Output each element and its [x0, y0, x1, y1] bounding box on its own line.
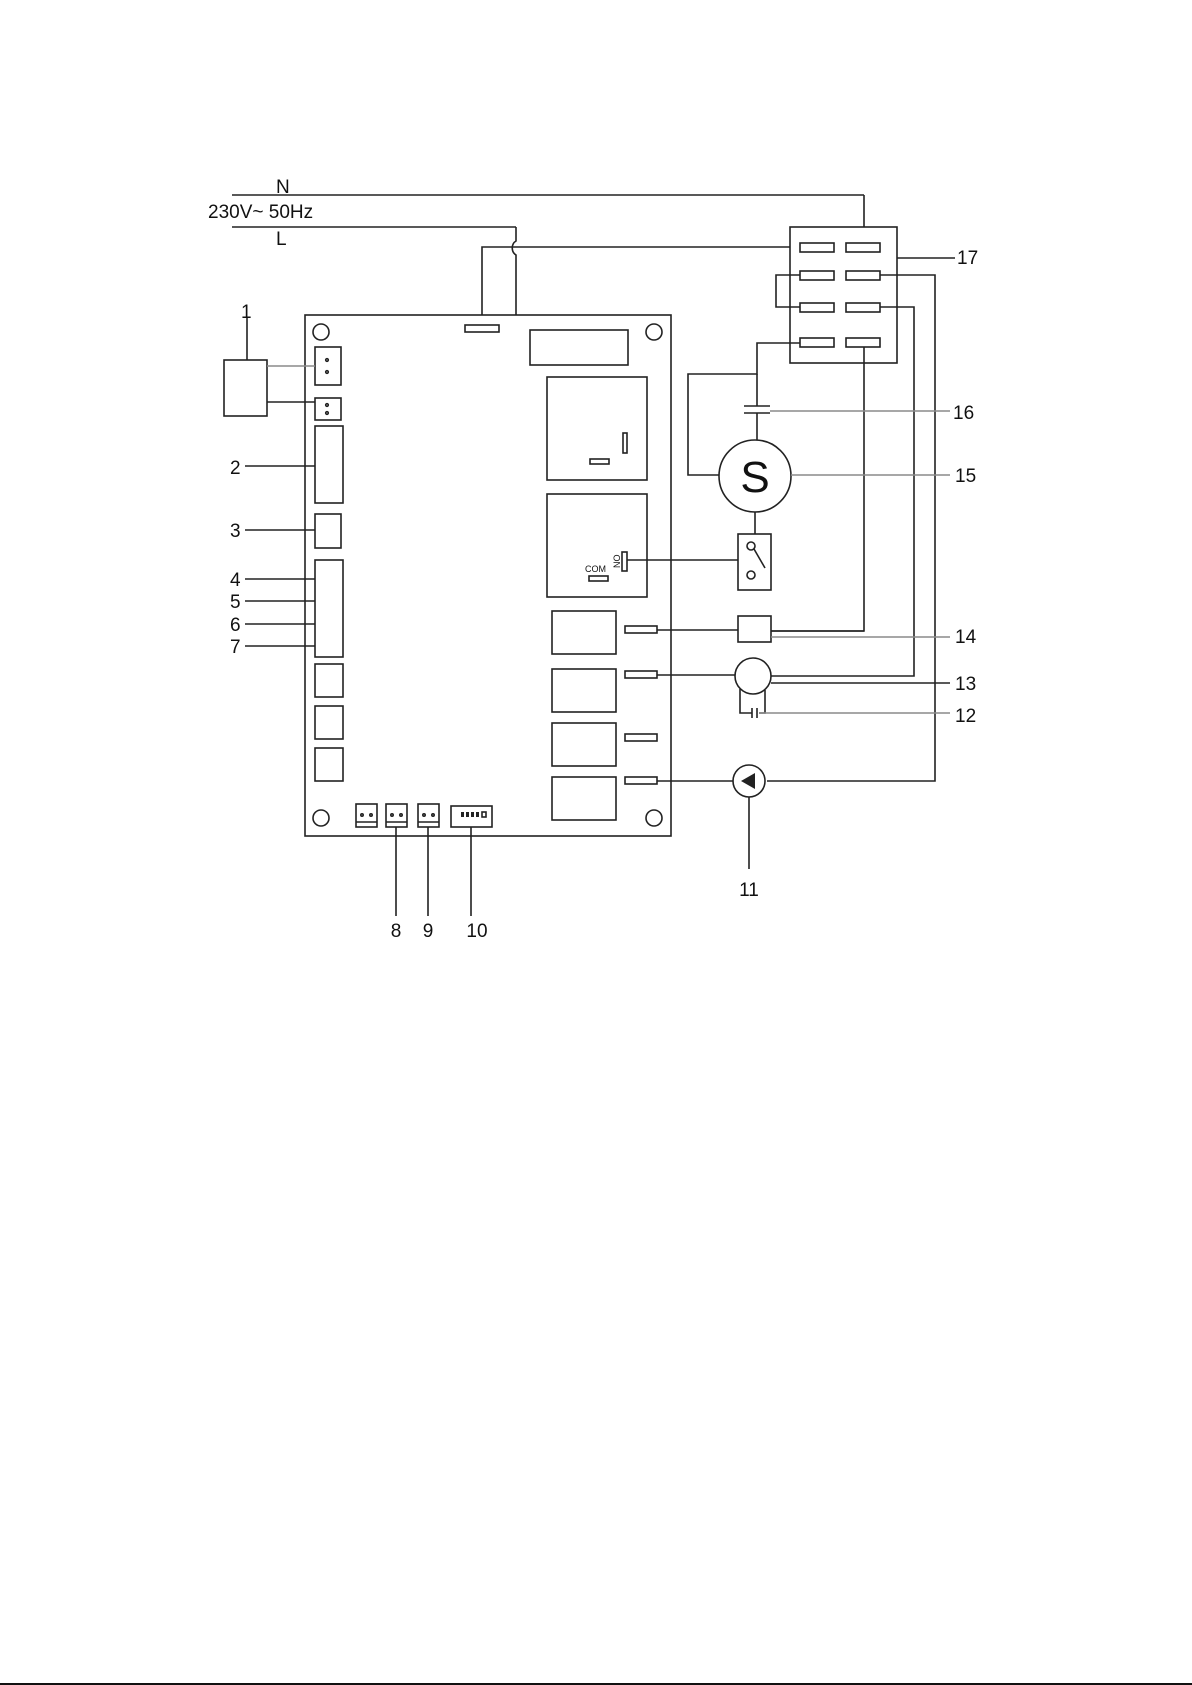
callout-3: 3	[230, 521, 241, 542]
voltage-label: 230V~ 50Hz	[208, 202, 313, 223]
connector-8	[386, 804, 407, 827]
connector-slot-b	[315, 706, 343, 739]
callout-9: 9	[423, 921, 434, 942]
callout-7: 7	[230, 637, 241, 658]
callout-16: 16	[953, 403, 974, 424]
callout-12: 12	[955, 706, 976, 727]
display-window	[530, 330, 628, 365]
component-14-box	[738, 616, 771, 642]
callout-13: 13	[955, 674, 976, 695]
connector-8a	[356, 804, 377, 827]
relay-output-3	[552, 723, 616, 766]
callout-8: 8	[391, 921, 402, 942]
sensor-connector-b	[315, 398, 341, 420]
relay-com-terminal	[589, 576, 608, 581]
callout-11: 11	[739, 880, 759, 901]
connector-2	[315, 426, 343, 503]
callout-5: 5	[230, 592, 241, 613]
connector-9	[418, 804, 439, 827]
connector-slot-a	[315, 664, 343, 697]
board-supply-terminal	[465, 325, 499, 332]
relay-output-4	[552, 777, 616, 820]
connector-slot-c	[315, 748, 343, 781]
component-1-box	[224, 360, 267, 416]
motor-symbol-label: S	[740, 453, 769, 502]
callout-6: 6	[230, 615, 241, 636]
callout-14: 14	[955, 627, 977, 648]
callout-1: 1	[241, 302, 252, 323]
relay-no-terminal	[622, 552, 627, 571]
relay-no-label: NO	[612, 555, 622, 569]
connector-3	[315, 514, 341, 548]
live-label: L	[276, 229, 287, 250]
component-13-circle	[735, 658, 771, 694]
connector-4-7	[315, 560, 343, 657]
relay-com-label: COM	[585, 564, 606, 574]
callout-4: 4	[230, 570, 241, 591]
sensor-connector-a	[315, 347, 341, 385]
relay-output-2	[552, 669, 616, 712]
callout-17: 17	[957, 248, 978, 269]
terminal-feed-wire	[482, 247, 800, 325]
switch-symbol-icon	[738, 534, 771, 590]
callout-10: 10	[466, 921, 487, 942]
relay-output-1	[552, 611, 616, 654]
callout-15: 15	[955, 466, 976, 487]
callout-2: 2	[230, 458, 241, 479]
neutral-label: N	[276, 177, 290, 198]
